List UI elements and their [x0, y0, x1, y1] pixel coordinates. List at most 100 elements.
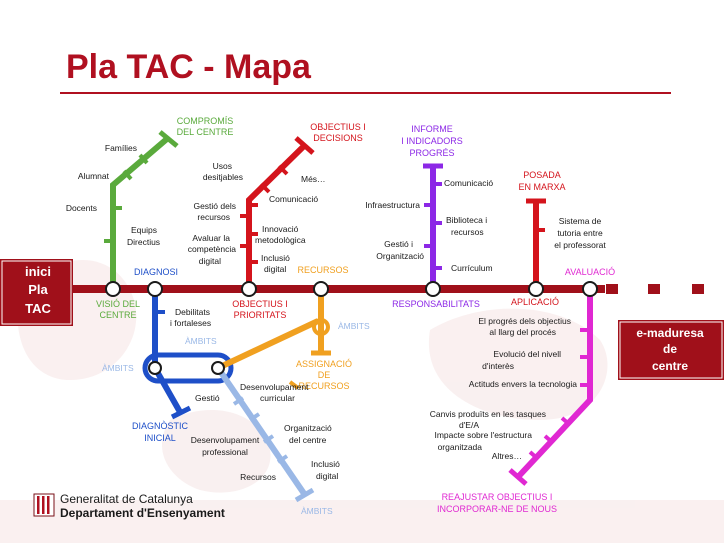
light-blue-label-organitzacio-1: Organització [284, 423, 332, 433]
end-box-line-2: de [663, 342, 677, 356]
station-diagnosi-label: DIAGNOSI [134, 267, 178, 277]
red-label-avaluar-3: digital [199, 256, 221, 266]
magenta-label-altres: Altres… [492, 451, 522, 461]
station-aplicacio-marker [528, 281, 544, 297]
light-blue-label-ambits-bottom: ÀMBITS [301, 506, 333, 516]
light-blue-label-inclusio-2: digital [316, 471, 338, 481]
station-recursos-marker [313, 281, 329, 297]
magenta-label-progres-2: al llarg del procés [489, 327, 556, 337]
magenta-label-evolucio-2: d'interès [482, 361, 514, 371]
magenta-title-1: REAJUSTAR OBJECTIUS I [442, 492, 553, 502]
start-box-line-3: TAC [25, 301, 51, 316]
aplicacio-label-sistema-2: tutoria entre [557, 228, 603, 238]
logo-line-1: Generalitat de Catalunya [60, 492, 193, 506]
main-line-dash [606, 284, 618, 294]
main-line-dash [648, 284, 660, 294]
blue-label-gestio: Gestió [195, 393, 220, 403]
red-label-usos-1: Usos [213, 161, 232, 171]
purple-title-1: INFORME [411, 124, 453, 134]
blue-title-1: DIAGNÒSTIC [132, 421, 189, 431]
magenta-label-evolucio-1: Evolució del nivell [493, 349, 561, 359]
light-blue-label-desenv-pro-2: professional [202, 447, 248, 457]
station-visio-label-2: CENTRE [99, 310, 136, 320]
senyera-icon [33, 493, 55, 517]
purple-label-infraestructura: Infraestructura [365, 200, 420, 210]
station-responsabilitats-label: RESPONSABILITATS [392, 299, 480, 309]
main-line [70, 284, 704, 294]
purple-label-comunicacio: Comunicació [444, 178, 493, 188]
station-ambits-right-marker [211, 361, 225, 375]
green-title-2: DEL CENTRE [177, 127, 234, 137]
red-label-avaluar-1: Avaluar la [192, 233, 230, 243]
station-diagnosi-marker [147, 281, 163, 297]
magenta-title-2: INCORPORAR-NE DE NOUS [437, 504, 557, 514]
branch-orange [216, 289, 331, 390]
branch-aplicacio [526, 198, 546, 289]
aplicacio-title-2: EN MARXA [518, 182, 565, 192]
purple-label-gestio-2: Organització [376, 251, 424, 261]
red-label-avaluar-2: competència [188, 244, 236, 254]
blue-label-debilitats-1: Debilitats [175, 307, 210, 317]
title-rule [60, 92, 671, 94]
end-box: e-maduresa de centre [618, 320, 724, 380]
green-label-equips-1: Equips [131, 225, 157, 235]
red-label-usos-2: desitjables [203, 172, 243, 182]
green-label-families: Famílies [105, 143, 137, 153]
aplicacio-label-sistema-1: Sistema de [559, 216, 602, 226]
red-label-innovacio-1: Innovació [262, 224, 299, 234]
purple-label-curriculum: Currículum [451, 263, 493, 273]
purple-label-gestio-1: Gestió i [384, 239, 413, 249]
magenta-label-impacte-1: Impacte sobre l'estructura [434, 430, 532, 440]
branch-titles: COMPROMÍS DEL CENTRE OBJECTIUS I DECISIO… [132, 116, 566, 514]
station-objectius-marker [241, 281, 257, 297]
end-box-line-3: centre [652, 359, 688, 373]
station-avaluacio-label: AVALUACIÓ [565, 267, 615, 277]
light-blue-label-inclusio-1: Inclusió [311, 459, 340, 469]
blue-label-ambits-left: ÀMBITS [102, 363, 134, 373]
orange-label-desenv-curr-1: Desenvolupament [240, 382, 309, 392]
start-box: inici Pla TAC [0, 259, 73, 326]
blue-label-ambits-top: ÀMBITS [185, 336, 217, 346]
red-title-2: DECISIONS [313, 133, 363, 143]
aplicacio-title-1: POSADA [523, 170, 561, 180]
station-visio-marker [105, 281, 121, 297]
blue-label-debilitats-2: i fortaleses [170, 318, 211, 328]
magenta-label-impacte-2: organitzada [438, 442, 483, 452]
magenta-label-actituds: Actituds envers la tecnologia [469, 379, 577, 389]
branch-item-labels: Famílies Alumnat Docents Equips Directiu… [66, 143, 607, 516]
station-labels: VISIÓ DEL CENTRE DIAGNOSI OBJECTIUS I PR… [96, 265, 615, 320]
branch-purple [423, 163, 443, 289]
magenta-label-canvis-2: d'E/A [459, 420, 479, 430]
branch-red [240, 136, 315, 289]
station-visio-label-1: VISIÓ DEL [96, 299, 140, 309]
red-label-gestio-2: recursos [197, 212, 230, 222]
magenta-label-progres-1: El progrés dels objectius [478, 316, 571, 326]
red-label-inclusio-1: Inclusió [261, 253, 290, 263]
station-aplicacio-label: APLICACIÓ [511, 297, 559, 307]
background-watermark [0, 260, 724, 543]
station-objectius-label-1: OBJECTIUS I [232, 299, 288, 309]
station-responsabilitats-marker [425, 281, 441, 297]
red-label-inclusio-2: digital [264, 264, 286, 274]
blue-title-2: INICIAL [144, 433, 176, 443]
station-recursos-label: RECURSOS [297, 265, 348, 275]
purple-title-3: PROGRÉS [409, 148, 454, 158]
purple-title-2: I INDICADORS [401, 136, 463, 146]
station-markers [105, 281, 598, 375]
green-label-alumnat: Alumnat [78, 171, 110, 181]
purple-label-biblioteca-2: recursos [451, 227, 484, 237]
red-label-comunicacio: Comunicació [269, 194, 318, 204]
purple-label-biblioteca-1: Biblioteca i [446, 215, 487, 225]
branch-magenta [508, 289, 593, 486]
main-line-dash [692, 284, 704, 294]
generalitat-logo: Generalitat de Catalunya Departament d'E… [33, 492, 225, 520]
logo-line-2: Departament d'Ensenyament [60, 506, 225, 520]
green-label-docents: Docents [66, 203, 97, 213]
start-box-line-1: inici [25, 264, 51, 279]
light-blue-label-recursos: Recursos [240, 472, 276, 482]
orange-title-2: DE [318, 370, 331, 380]
light-blue-label-desenv-pro-1: Desenvolupament [191, 435, 260, 445]
orange-title-1: ASSIGNACIÓ [296, 359, 352, 369]
station-ambits-left-marker [148, 361, 162, 375]
